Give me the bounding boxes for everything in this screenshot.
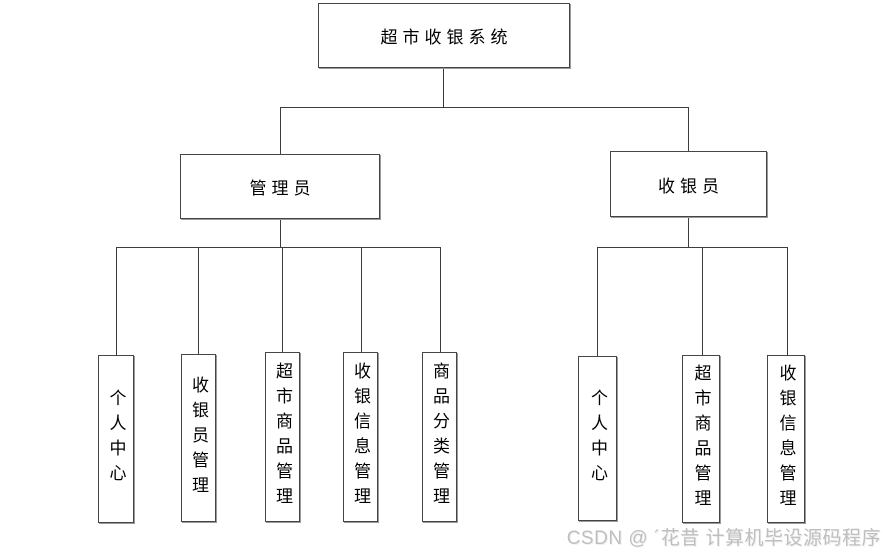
node-admin-cashier-management-label: 收银员管理 xyxy=(189,375,208,501)
connector-admin-stem-bottom xyxy=(280,219,281,247)
csdn-watermark: CSDN @ ´花昔 计算机毕设源码程序 xyxy=(566,528,881,549)
connector-cashier-drop-2 xyxy=(702,247,703,355)
connector-root-stem xyxy=(443,68,444,107)
node-cashier-billing-info-management-label: 收银信息管理 xyxy=(776,364,796,514)
node-admin-category-management-label: 商品分类管理 xyxy=(430,362,449,512)
connector-level1-rail xyxy=(280,107,689,108)
node-cashier-billing-info-management: 收银信息管理 xyxy=(767,355,805,523)
node-admin: 管理员 xyxy=(180,154,380,219)
connector-cashier-drop-3 xyxy=(787,247,788,355)
node-cashier-personal-center-label: 个人中心 xyxy=(588,388,607,489)
connector-cashier-drop-1 xyxy=(597,247,598,356)
connector-cashier-stem-bottom xyxy=(688,217,689,247)
node-admin-label: 管理员 xyxy=(249,179,316,198)
connector-admin-drop-4 xyxy=(361,247,362,352)
connector-admin-drop-5 xyxy=(440,247,441,352)
node-admin-cashier-management: 收银员管理 xyxy=(181,354,216,522)
node-admin-billing-info-management: 收银信息管理 xyxy=(343,352,378,522)
node-admin-personal-center: 个人中心 xyxy=(98,355,134,523)
node-admin-billing-info-management-label: 收银信息管理 xyxy=(351,362,370,512)
node-cashier-label: 收银员 xyxy=(658,176,724,196)
connector-cashier-rail xyxy=(597,247,788,248)
node-admin-product-management-label: 超市商品管理 xyxy=(273,362,292,512)
node-cashier-product-management-label: 超市商品管理 xyxy=(691,364,711,514)
node-cashier: 收银员 xyxy=(610,151,767,217)
connector-cashier-stem-top xyxy=(688,107,689,151)
connector-admin-drop-1 xyxy=(116,247,117,355)
connector-admin-stem-top xyxy=(280,107,281,154)
node-cashier-personal-center: 个人中心 xyxy=(578,356,617,521)
connector-admin-rail xyxy=(116,247,441,248)
node-admin-personal-center-label: 个人中心 xyxy=(106,389,126,489)
node-admin-product-management: 超市商品管理 xyxy=(265,352,300,522)
connector-admin-drop-3 xyxy=(282,247,283,352)
node-root: 超市收银系统 xyxy=(318,3,570,68)
connector-admin-drop-2 xyxy=(198,247,199,354)
node-root-label: 超市收银系统 xyxy=(380,28,513,47)
node-cashier-product-management: 超市商品管理 xyxy=(682,355,720,523)
node-admin-category-management: 商品分类管理 xyxy=(422,352,457,522)
